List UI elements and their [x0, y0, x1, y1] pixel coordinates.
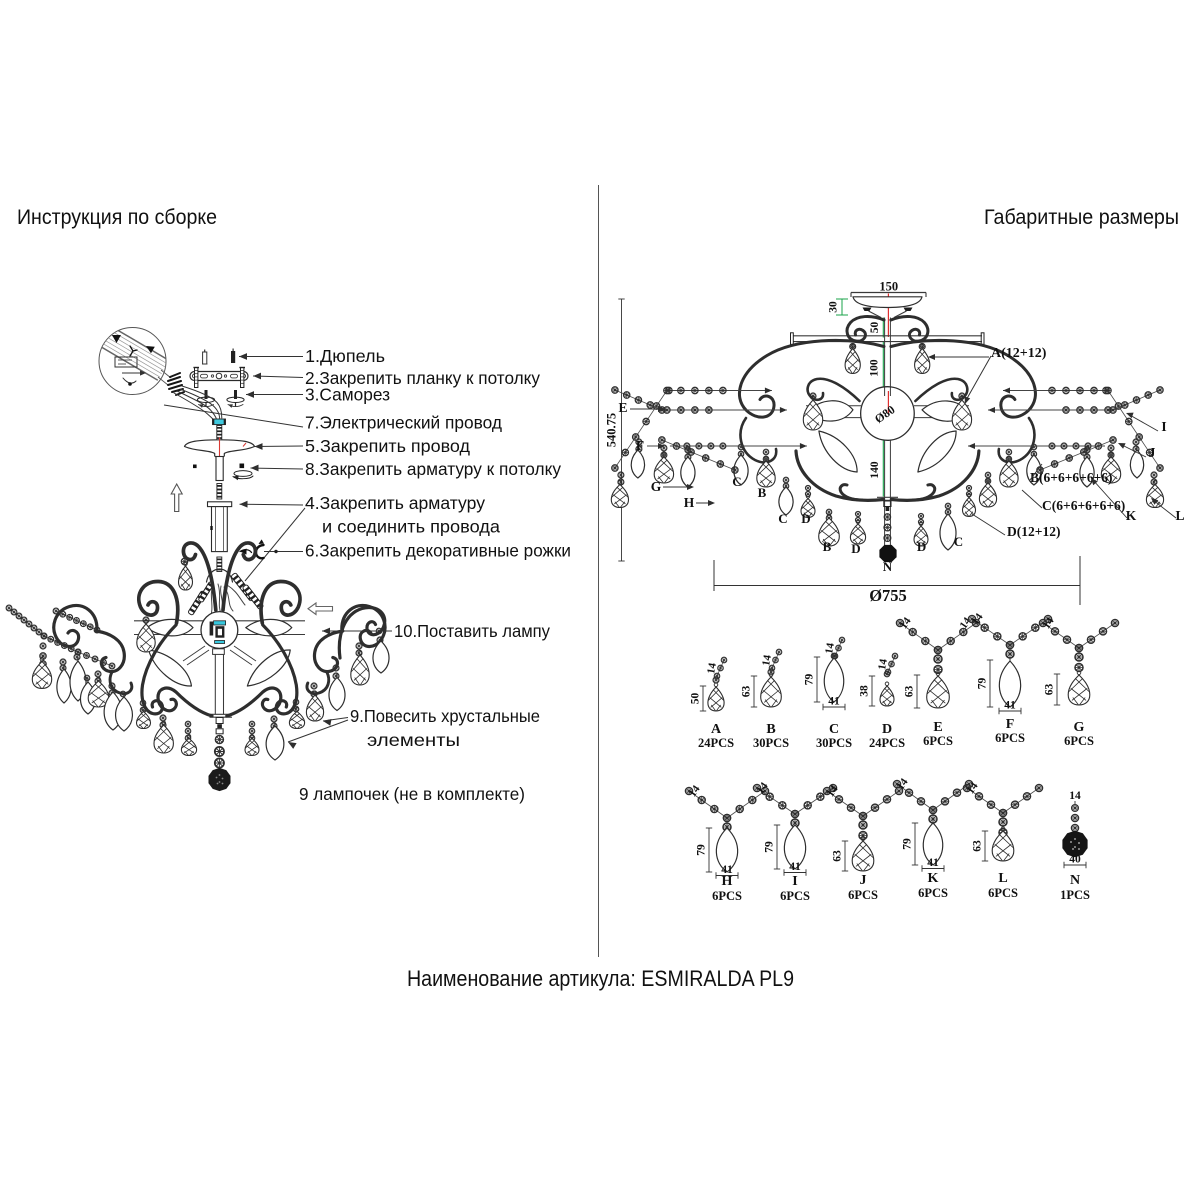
svg-text:100: 100 [869, 359, 881, 377]
svg-text:D: D [917, 539, 926, 554]
svg-text:H: H [722, 874, 733, 889]
svg-text:F: F [636, 438, 644, 453]
svg-text:элементы: элементы [367, 730, 460, 750]
svg-text:C: C [732, 474, 741, 489]
svg-text:C: C [778, 511, 787, 526]
svg-text:H: H [684, 495, 695, 510]
svg-text:79: 79 [764, 841, 776, 853]
svg-text:30PCS: 30PCS [753, 736, 789, 750]
svg-text:7.Электрический провод: 7.Электрический провод [305, 413, 502, 433]
svg-text:B: B [823, 539, 832, 554]
svg-text:6PCS: 6PCS [848, 888, 878, 902]
svg-text:63: 63 [972, 840, 984, 852]
svg-text:150: 150 [879, 280, 898, 294]
svg-text:41: 41 [828, 696, 840, 708]
svg-text:79: 79 [902, 838, 914, 850]
svg-text:63: 63 [904, 686, 916, 698]
svg-text:79: 79 [804, 674, 816, 686]
svg-text:C: C [829, 722, 839, 737]
svg-text:6.Закрепить декоративные рожки: 6.Закрепить декоративные рожки [305, 541, 571, 561]
svg-text:Ø755: Ø755 [869, 586, 907, 605]
svg-text:50: 50 [690, 693, 702, 705]
svg-text:63: 63 [1044, 684, 1056, 696]
svg-text:41: 41 [1004, 700, 1016, 712]
svg-text:8.Закрепить арматуру к потолку: 8.Закрепить арматуру к потолку [305, 459, 561, 479]
svg-text:K: K [1126, 508, 1137, 523]
svg-text:G: G [1074, 720, 1085, 735]
svg-text:14: 14 [760, 654, 774, 667]
svg-text:6PCS: 6PCS [995, 731, 1025, 745]
svg-text:79: 79 [977, 678, 989, 690]
svg-text:J: J [860, 873, 867, 888]
svg-text:30PCS: 30PCS [816, 736, 852, 750]
svg-text:38: 38 [859, 685, 871, 697]
svg-text:N: N [883, 559, 893, 574]
svg-text:6PCS: 6PCS [988, 886, 1018, 900]
svg-text:3.Саморез: 3.Саморез [305, 385, 390, 405]
svg-text:E: E [618, 400, 627, 415]
svg-text:6PCS: 6PCS [923, 734, 953, 748]
svg-text:D: D [882, 722, 892, 737]
svg-text:C: C [954, 534, 963, 549]
svg-text:6PCS: 6PCS [918, 886, 948, 900]
svg-text:D(12+12): D(12+12) [1007, 524, 1060, 539]
svg-text:6PCS: 6PCS [780, 889, 810, 903]
svg-text:2.Закрепить планку к потолку: 2.Закрепить планку к потолку [305, 368, 540, 388]
svg-text:140: 140 [869, 461, 881, 479]
svg-text:40: 40 [1069, 854, 1081, 866]
svg-text:B(6+6+6+6+6): B(6+6+6+6+6) [1030, 470, 1113, 485]
svg-text:41: 41 [721, 864, 733, 876]
svg-text:B: B [766, 722, 775, 737]
svg-text:L: L [998, 871, 1007, 886]
svg-text:14: 14 [823, 642, 837, 655]
svg-text:10.Поставить лампу: 10.Поставить лампу [394, 621, 550, 641]
svg-text:L: L [1175, 508, 1184, 523]
svg-text:79: 79 [696, 844, 708, 856]
svg-text:I: I [792, 874, 797, 889]
svg-text:I: I [1161, 419, 1166, 434]
svg-text:G: G [651, 479, 662, 494]
svg-text:50: 50 [869, 322, 881, 334]
svg-text:и соединить провода: и соединить провода [322, 517, 500, 537]
svg-text:N: N [1070, 873, 1080, 888]
svg-text:14: 14 [705, 662, 719, 675]
svg-text:1.Дюпель: 1.Дюпель [305, 346, 385, 366]
svg-text:4.Закрепить арматуру: 4.Закрепить арматуру [305, 493, 485, 513]
svg-text:C(6+6+6+6+6): C(6+6+6+6+6) [1042, 498, 1125, 513]
svg-text:E: E [933, 720, 942, 735]
svg-text:Габаритные размеры: Габаритные размеры [984, 205, 1179, 229]
svg-text:24PCS: 24PCS [698, 736, 734, 750]
svg-text:J: J [1149, 445, 1156, 460]
svg-text:B: B [758, 485, 767, 500]
svg-text:A(12+12): A(12+12) [991, 346, 1047, 361]
svg-text:K: K [928, 871, 939, 886]
svg-text:6PCS: 6PCS [1064, 734, 1094, 748]
svg-text:14: 14 [1069, 790, 1081, 802]
svg-text:540.75: 540.75 [605, 413, 619, 447]
svg-text:30: 30 [828, 301, 840, 313]
svg-text:14: 14 [876, 658, 890, 671]
svg-text:D: D [801, 511, 810, 526]
svg-text:9.Повесить хрустальные: 9.Повесить хрустальные [350, 706, 540, 726]
svg-text:41: 41 [789, 861, 801, 873]
svg-text:A: A [711, 722, 722, 737]
svg-text:63: 63 [832, 850, 844, 862]
svg-text:6PCS: 6PCS [712, 889, 742, 903]
svg-text:D: D [851, 541, 860, 556]
svg-text:63: 63 [741, 686, 753, 698]
svg-text:F: F [1006, 717, 1015, 732]
svg-text:5.Закрепить провод: 5.Закрепить провод [305, 436, 470, 456]
svg-text:Наименование артикула: ESMIRAL: Наименование артикула: ESMIRALDA PL9 [407, 966, 794, 991]
svg-text:41: 41 [927, 857, 939, 869]
svg-text:24PCS: 24PCS [869, 736, 905, 750]
svg-text:Инструкция по сборке: Инструкция по сборке [17, 205, 217, 229]
svg-text:1PCS: 1PCS [1060, 888, 1090, 902]
svg-text:9 лампочек (не в комплекте): 9 лампочек (не в комплекте) [299, 784, 525, 804]
